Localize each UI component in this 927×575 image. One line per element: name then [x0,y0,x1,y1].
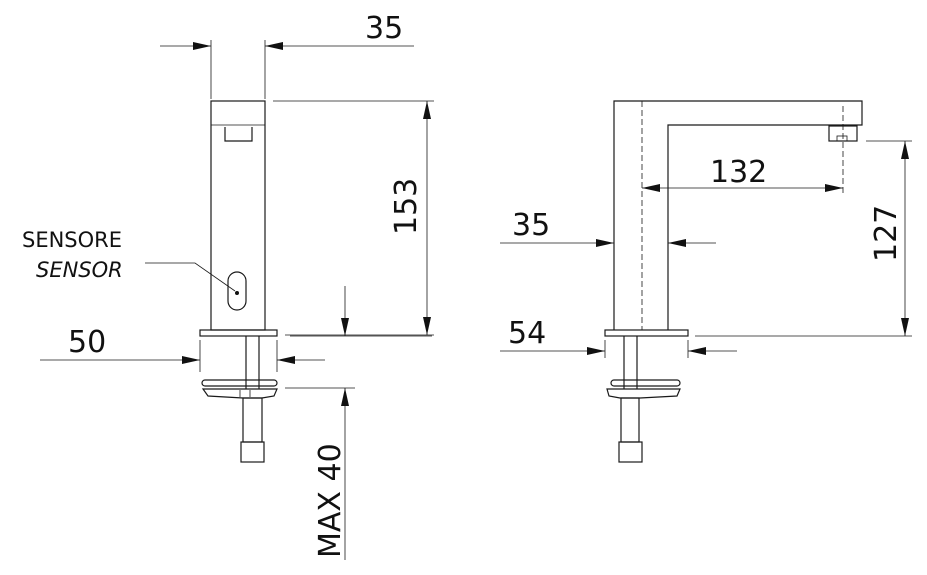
sensor-label-italian: SENSORE [22,228,122,252]
side-view: 132 35 54 127 [500,100,912,463]
washer-side [610,379,681,387]
base-plate-side [604,329,689,337]
base-plate [199,329,278,337]
dim-max-thickness: MAX 40 [313,443,348,558]
sensor-dot [235,291,239,295]
supply-stem [242,397,263,443]
dim-reach: 132 [710,155,767,190]
fixing-nut-side [606,388,681,399]
faucet-body-side [613,100,863,330]
dim-outlet-height: 127 [869,205,904,262]
sensor-leader-line [145,262,236,292]
faucet-body [210,100,266,331]
sensor-label-english: SENSOR [36,258,123,282]
hex-connector-side [618,441,643,463]
dim-base-side: 54 [508,316,546,351]
dim-height-front: 153 [389,178,424,235]
hex-connector [240,441,265,463]
outlet-window [224,127,253,142]
sensor-window [227,271,247,311]
supply-stem-side [620,397,640,443]
dim-width-front: 35 [365,11,403,46]
front-view: 35 153 SENSORE SENSOR 50 MAX 40 [22,11,434,560]
dim-width-side: 35 [512,208,550,243]
dim-base-front: 50 [68,325,106,360]
washer [201,379,278,387]
